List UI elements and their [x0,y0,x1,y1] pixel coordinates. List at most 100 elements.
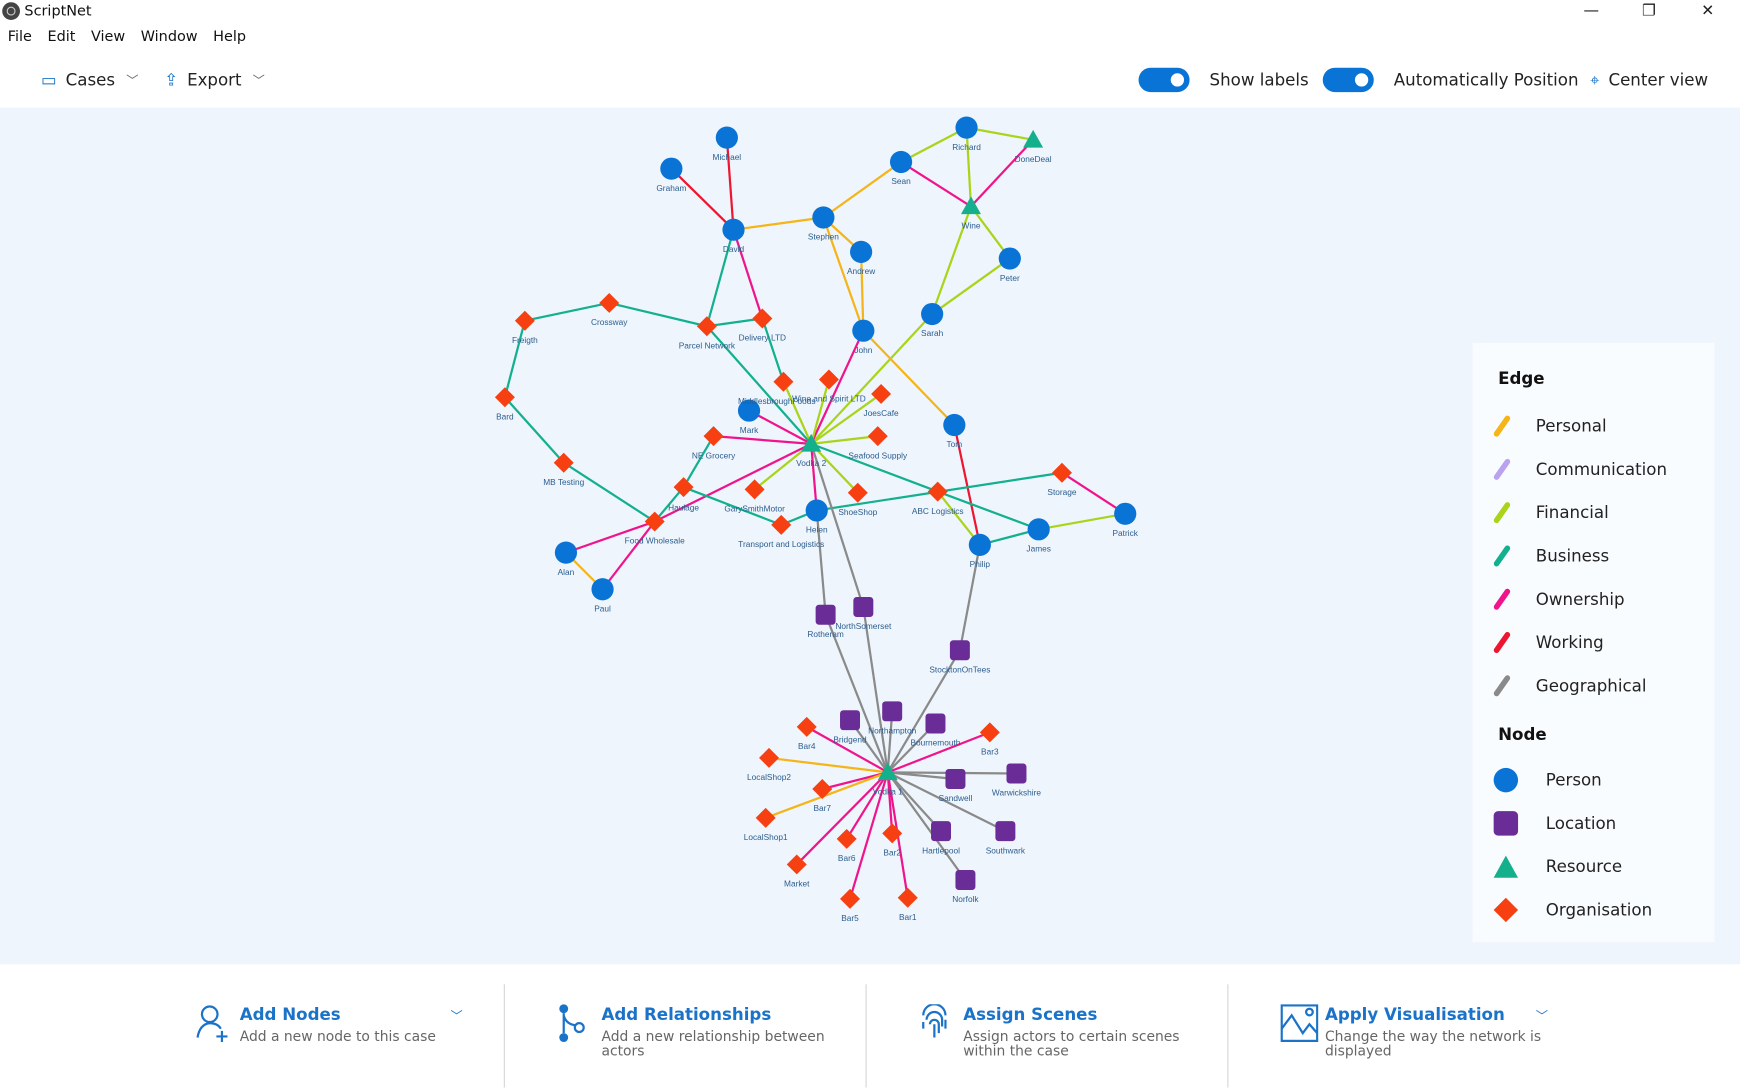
edge-financial[interactable] [810,313,933,445]
node-location[interactable]: Southwark [986,821,1026,855]
node-person[interactable]: Tom [943,413,966,449]
edge-financial[interactable] [931,257,1011,315]
edge-geographical[interactable] [824,614,889,773]
location-shape[interactable] [945,769,966,789]
person-shape[interactable] [554,541,578,564]
resource-shape[interactable] [801,433,822,452]
person-shape[interactable] [852,319,875,342]
edge-geographical[interactable] [958,544,981,651]
organisation-shape[interactable] [771,514,792,535]
edge-ownership[interactable] [654,442,812,523]
node-resource[interactable]: Vodka 1 [873,762,903,797]
edge-geographical[interactable] [886,649,961,773]
node-person[interactable]: Andrew [847,240,876,276]
organisation-shape[interactable] [703,426,724,447]
node-person[interactable]: Sarah [921,302,944,338]
organisation-shape[interactable] [553,452,574,473]
node-organisation[interactable]: Bar4 [796,716,817,751]
edge-personal[interactable] [765,771,889,819]
cases-button[interactable]: ▭ Cases ﹀ [41,68,138,92]
node-organisation[interactable]: Seafood Supply [848,426,908,460]
node-person[interactable]: Peter [998,247,1021,283]
organisation-shape[interactable] [927,481,948,502]
person-shape[interactable] [889,150,913,174]
action-title[interactable]: Add Relationships [601,1004,772,1025]
organisation-shape[interactable] [871,383,892,404]
node-person[interactable]: Alan [554,541,578,577]
action-title[interactable]: Add Nodes [239,1004,341,1025]
edge-ownership[interactable] [732,229,764,319]
node-location[interactable]: NorthSomerset [835,597,892,631]
node-person[interactable]: Sean [889,150,913,186]
close-button[interactable]: ✕ [1701,2,1715,20]
edge-personal[interactable] [822,161,902,219]
node-organisation[interactable]: MB Testing [543,452,585,487]
edge-business[interactable] [705,229,735,327]
edge-ownership[interactable] [806,725,889,774]
edge-financial[interactable] [810,443,859,494]
node-organisation[interactable]: Haulage [668,477,699,512]
edge-financial[interactable] [900,126,968,163]
node-organisation[interactable]: Food Wholesale [625,511,685,546]
edge-personal[interactable] [862,329,956,426]
edge-financial[interactable] [782,381,813,445]
edge-business[interactable] [937,490,1040,531]
organisation-shape[interactable] [752,308,773,329]
action-title[interactable]: Apply Visualisation [1324,1004,1505,1025]
location-shape[interactable] [931,821,952,842]
edge-financial[interactable] [936,490,981,546]
edge-business[interactable] [810,442,939,493]
node-resource[interactable]: DoneDeal [1015,129,1052,164]
person-shape[interactable] [1027,518,1050,541]
edge-ownership[interactable] [845,771,889,840]
person-shape[interactable] [715,126,738,149]
edge-ownership[interactable] [970,139,1034,208]
menu-file[interactable]: File [7,28,32,46]
edge-geographical[interactable] [815,510,827,615]
edge-ownership[interactable] [810,330,865,445]
edge-geographical[interactable] [810,443,865,608]
edge-business[interactable] [504,396,565,464]
edge-business[interactable] [706,317,763,328]
edge-business[interactable] [563,461,656,523]
edge-geographical[interactable] [886,771,967,881]
node-resource[interactable]: Vodka 2 [796,433,827,468]
node-organisation[interactable]: Bar5 [840,888,861,923]
location-shape[interactable] [925,713,946,734]
node-location[interactable]: Rotheram [807,604,844,639]
organisation-shape[interactable] [759,747,780,768]
node-person[interactable]: David [722,218,745,254]
organisation-shape[interactable] [1051,462,1072,483]
edge-ownership[interactable] [565,520,656,554]
node-organisation[interactable]: Bar6 [836,828,857,863]
person-shape[interactable] [998,247,1021,270]
edge-ownership[interactable] [1061,471,1126,515]
organisation-shape[interactable] [755,807,776,828]
edge-business[interactable] [653,486,685,523]
resource-shape[interactable] [877,762,898,781]
chevron-down-icon[interactable]: ﹀ [450,1008,463,1024]
edge-working[interactable] [670,167,735,231]
node-location[interactable]: Bridgend [833,710,867,744]
person-shape[interactable] [850,240,873,263]
person-shape[interactable] [805,499,828,522]
node-organisation[interactable]: Bar7 [812,779,833,813]
location-shape[interactable] [1006,763,1027,784]
edge-working[interactable] [953,424,981,546]
organisation-shape[interactable] [514,310,535,331]
node-location[interactable]: Norfolk [952,869,979,904]
location-shape[interactable] [995,821,1016,842]
node-organisation[interactable]: LocalShop2 [747,747,791,782]
edge-geographical[interactable] [862,606,889,773]
chevron-down-icon[interactable]: ﹀ [1535,1008,1549,1024]
person-shape[interactable] [812,206,835,229]
organisation-shape[interactable] [818,369,839,390]
edge-personal[interactable] [822,217,865,332]
node-organisation[interactable]: NE Grocery [692,426,736,460]
node-location[interactable]: StocktonOnTees [929,640,990,674]
node-organisation[interactable]: LocalShop1 [744,807,788,842]
